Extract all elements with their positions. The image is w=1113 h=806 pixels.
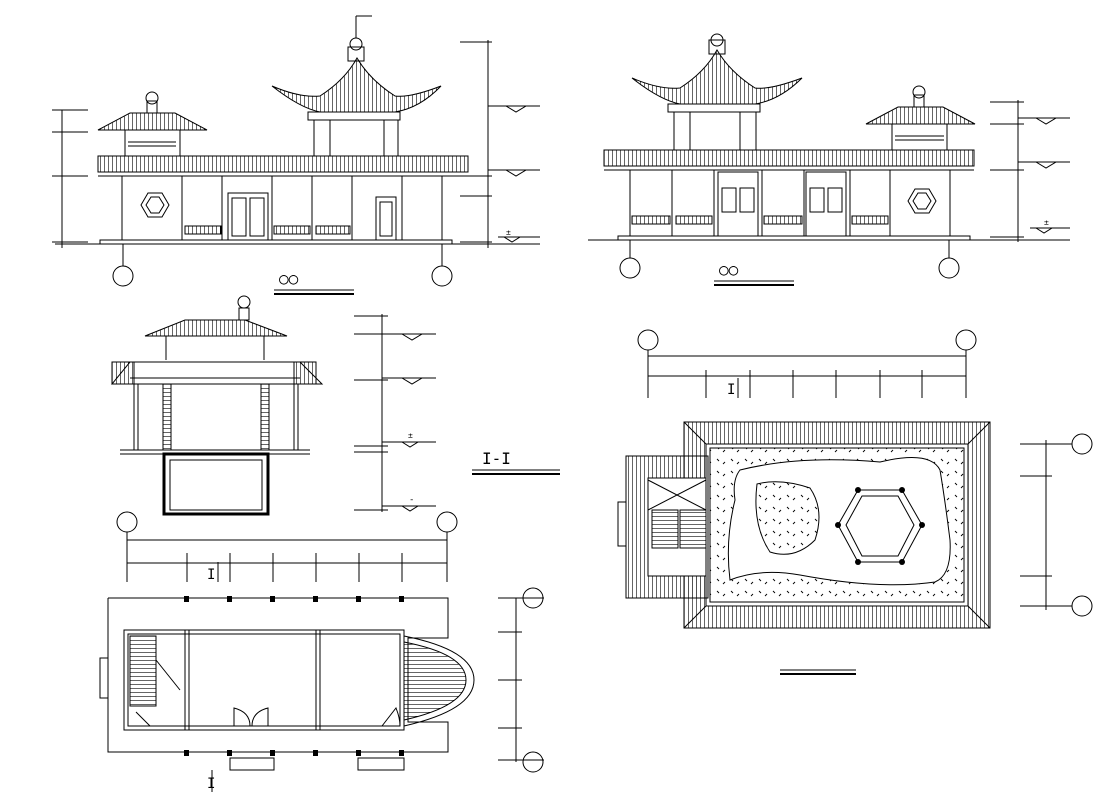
plan-outer-wall [107,597,449,753]
main-roof [97,155,469,173]
axis-bubble [637,329,659,351]
axis-bubble [522,751,544,773]
axis-bubble [1071,433,1093,455]
cut-mark: I [727,382,735,398]
left-elevation: ± ○○ [52,15,540,295]
finial-knob [145,91,159,105]
level-mark: ± [408,431,413,440]
carved-door-left [717,171,759,237]
door-swing [135,711,151,727]
axis-bubble [112,265,134,287]
garden-island [755,481,820,555]
level-mark-minus: - [409,495,414,505]
section-upper-roof [144,319,288,337]
roof-plan: I [617,329,1093,675]
floor-plan: I I [99,511,544,792]
cut-mark: I [207,567,215,583]
finial-small [146,100,158,114]
side-door [375,196,397,241]
right-elevation: ± ○○ [588,33,1070,286]
pagoda-finial [347,46,365,62]
axis-bubble [522,587,544,609]
level-mark: ± [506,228,511,237]
small-pavilion-body [124,129,181,157]
stairs [129,635,157,707]
hex-window [907,188,937,214]
axis-bubble [1071,595,1093,617]
hex-window [140,192,170,218]
axis-bubble [436,511,458,533]
cut-mark: I [207,776,215,792]
pagoda-roof [271,56,442,113]
small-pavilion-roof [865,106,976,125]
elevation-title-left: ○○ [279,269,299,288]
section-title: I-I [482,449,511,468]
section-i-i: ± - I-I [110,295,560,516]
axis-bubble [431,265,453,287]
level-mark: ± [1044,218,1049,227]
double-door [233,707,251,727]
basement-pit [162,452,270,516]
elevation-title-right: ○○ [719,260,739,279]
axis-bubble [955,329,977,351]
round-terrace [403,635,475,727]
small-pavilion-roof [97,112,208,131]
axis-bubble [938,257,960,279]
axis-bubble [116,511,138,533]
plinth [99,239,453,245]
carved-door-right [805,171,847,237]
axis-bubble [619,257,641,279]
section-lower-roof [110,361,324,385]
pagoda-roof [631,48,803,105]
section-wall [162,383,172,451]
main-door [227,192,269,241]
main-roof [603,149,975,167]
